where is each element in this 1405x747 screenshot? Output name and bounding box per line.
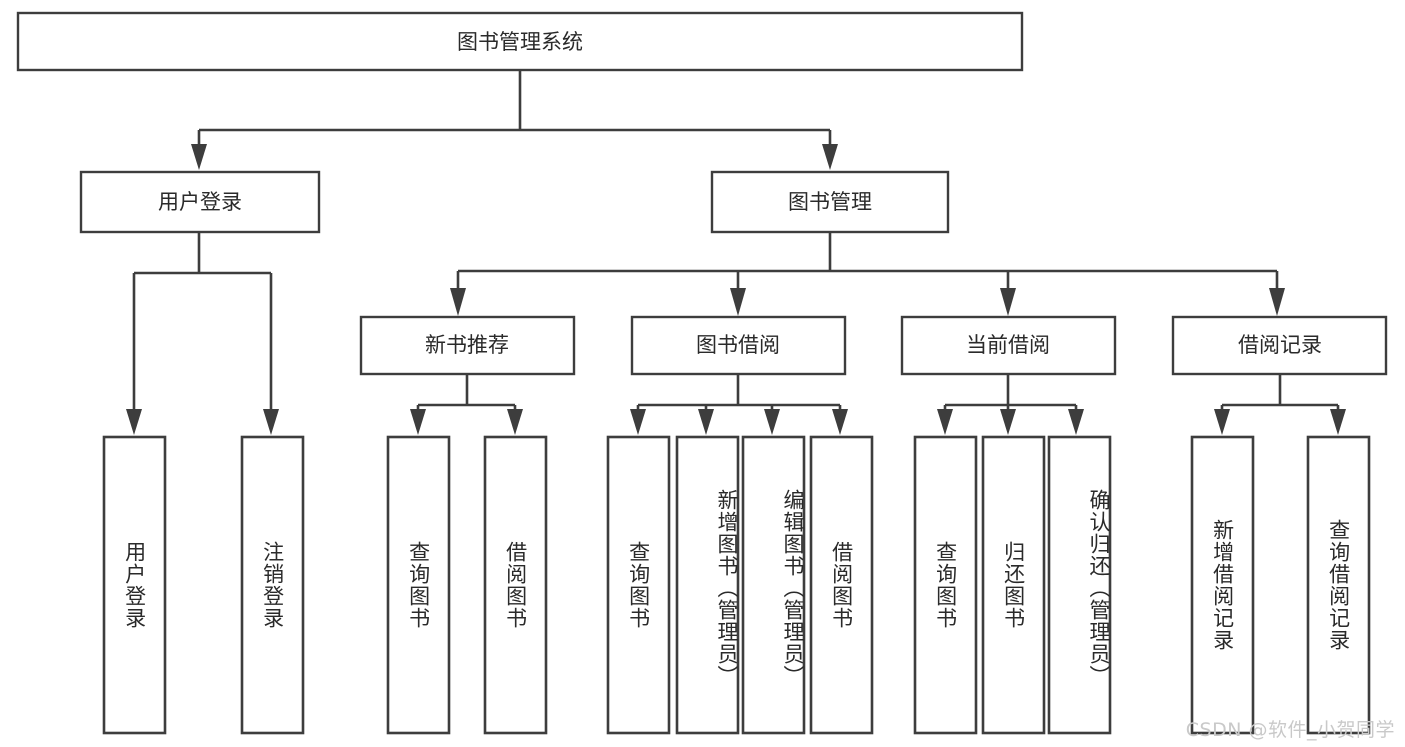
leaf-return-book-label: 归还图书 [1001, 541, 1026, 629]
leaf-query-book-1[interactable]: 查询图书 [386, 435, 451, 735]
leaf-add-book[interactable]: 新增图书（管理员） [675, 435, 740, 735]
leaf-query-record-label: 查询借阅记录 [1326, 519, 1351, 651]
node-current-borrow[interactable]: 当前借阅 [900, 315, 1117, 376]
leaf-borrow-book-1[interactable]: 借阅图书 [483, 435, 548, 735]
leaf-add-book-box[interactable] [675, 435, 740, 735]
node-user-login-label: 用户登录 [158, 190, 242, 214]
leaf-edit-book-label: 编辑图书（管理员） [781, 489, 805, 687]
leaf-query-book-3-box[interactable] [913, 435, 978, 735]
leaf-edit-book-box[interactable] [741, 435, 806, 735]
arrow-to-leaf-add-record [1214, 409, 1230, 435]
leaf-user-login-box[interactable] [102, 435, 167, 735]
leaf-query-record[interactable]: 查询借阅记录 [1306, 435, 1371, 735]
leaf-confirm-return-label: 确认归还（管理员） [1087, 489, 1111, 687]
arrow-to-leaf-user-login [126, 409, 142, 435]
leaf-edit-book[interactable]: 编辑图书（管理员） [741, 435, 806, 735]
leaf-return-book-box[interactable] [981, 435, 1046, 735]
node-root[interactable]: 图书管理系统 [16, 11, 1024, 72]
connector-group [126, 70, 1346, 435]
node-book-manage-box[interactable] [710, 170, 950, 234]
node-book-borrow-box[interactable] [630, 315, 847, 376]
leaf-borrow-book-1-label: 借阅图书 [503, 541, 528, 629]
leaf-logout-label: 注销登录 [260, 541, 285, 629]
arrow-to-leaf-query-record [1330, 409, 1346, 435]
leaf-user-login[interactable]: 用户登录 [102, 435, 167, 735]
leaf-confirm-return[interactable]: 确认归还（管理员） [1047, 435, 1112, 735]
node-book-borrow-label: 图书借阅 [696, 333, 780, 357]
leaf-borrow-book-2[interactable]: 借阅图书 [809, 435, 874, 735]
leaf-add-book-label: 新增图书（管理员） [715, 489, 739, 687]
leaf-borrow-book-2-label: 借阅图书 [829, 541, 854, 629]
node-current-borrow-box[interactable] [900, 315, 1117, 376]
leaf-query-book-2[interactable]: 查询图书 [606, 435, 671, 735]
node-book-borrow[interactable]: 图书借阅 [630, 315, 847, 376]
leaf-confirm-return-box[interactable] [1047, 435, 1112, 735]
node-new-book-recommend[interactable]: 新书推荐 [359, 315, 576, 376]
leaf-query-book-2-box[interactable] [606, 435, 671, 735]
arrow-to-leaf-query-book-2 [630, 409, 646, 435]
arrow-to-leaf-borrow-book-1 [507, 409, 523, 435]
leaf-logout[interactable]: 注销登录 [240, 435, 305, 735]
arrow-to-leaf-confirm-return [1068, 409, 1084, 435]
node-new-book-recommend-box[interactable] [359, 315, 576, 376]
arrow-root-to-book-manage [822, 144, 838, 170]
arrow-to-leaf-borrow-book-2 [832, 409, 848, 435]
arrow-to-new-book-recommend [450, 288, 466, 316]
node-borrow-record-box[interactable] [1171, 315, 1388, 376]
leaf-borrow-book-1-box[interactable] [483, 435, 548, 735]
node-book-manage-label: 图书管理 [788, 190, 872, 214]
arrow-to-leaf-edit-book [764, 409, 780, 435]
arrow-to-borrow-record [1269, 288, 1285, 316]
leaf-add-record[interactable]: 新增借阅记录 [1190, 435, 1255, 735]
leaf-query-book-3-label: 查询图书 [933, 541, 958, 629]
node-borrow-record-label: 借阅记录 [1238, 333, 1322, 357]
leaf-add-record-label: 新增借阅记录 [1210, 519, 1235, 651]
arrow-to-leaf-query-book-1 [410, 409, 426, 435]
leaf-query-record-box[interactable] [1306, 435, 1371, 735]
arrow-to-book-borrow [730, 288, 746, 316]
arrow-to-current-borrow [1000, 288, 1016, 316]
arrow-root-to-user-login [191, 144, 207, 170]
leaf-user-login-label: 用户登录 [122, 541, 147, 629]
leaf-query-book-1-box[interactable] [386, 435, 451, 735]
node-user-login-box[interactable] [79, 170, 321, 234]
leaf-logout-box[interactable] [240, 435, 305, 735]
arrow-to-leaf-query-book-3 [937, 409, 953, 435]
leaf-borrow-book-2-box[interactable] [809, 435, 874, 735]
leaf-add-record-box[interactable] [1190, 435, 1255, 735]
arrow-to-leaf-logout [263, 409, 279, 435]
leaf-query-book-3[interactable]: 查询图书 [913, 435, 978, 735]
leaf-query-book-2-label: 查询图书 [626, 541, 651, 629]
node-user-login[interactable]: 用户登录 [79, 170, 321, 234]
node-root-label: 图书管理系统 [457, 30, 583, 54]
node-root-box[interactable] [16, 11, 1024, 72]
leaf-query-book-1-label: 查询图书 [406, 541, 431, 629]
arrow-to-leaf-add-book [698, 409, 714, 435]
leaf-return-book[interactable]: 归还图书 [981, 435, 1046, 735]
node-current-borrow-label: 当前借阅 [966, 333, 1050, 357]
node-new-book-recommend-label: 新书推荐 [425, 333, 509, 357]
arrow-to-leaf-return-book [1000, 409, 1016, 435]
node-borrow-record[interactable]: 借阅记录 [1171, 315, 1388, 376]
node-book-manage[interactable]: 图书管理 [710, 170, 950, 234]
